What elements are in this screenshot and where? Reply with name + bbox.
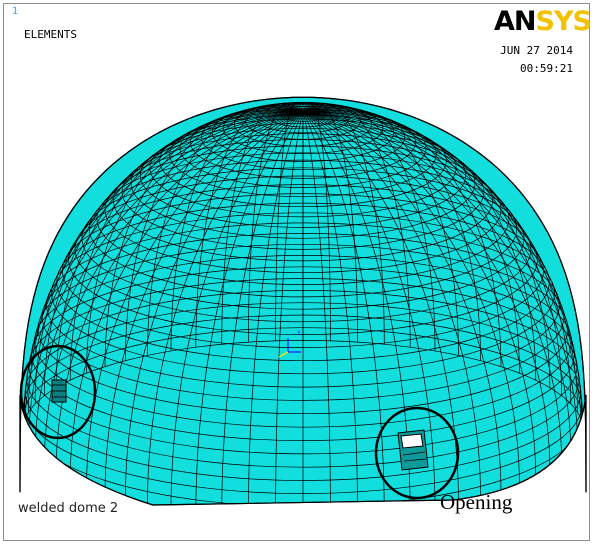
- opening-label: Opening: [440, 490, 513, 514]
- svg-text:Y: Y: [297, 330, 301, 337]
- logo-an: AN: [494, 6, 536, 37]
- window-number: 1: [12, 6, 19, 17]
- dome-outline: [19, 96, 587, 506]
- graphics-frame: [3, 3, 590, 541]
- model-title: welded dome 2: [18, 501, 119, 516]
- right-opening-circle: [374, 406, 460, 500]
- left-opening: [51, 379, 67, 403]
- plot-time: 00:59:21: [520, 62, 573, 75]
- plot-type-label: ELEMENTS: [24, 28, 77, 41]
- plot-date: JUN 27 2014: [500, 44, 573, 57]
- logo-sys: SYS: [535, 6, 592, 37]
- coordinate-triad-icon: Y: [278, 330, 301, 358]
- ansys-logo: ANSYS: [494, 6, 592, 38]
- left-opening-circle: [19, 344, 97, 440]
- mesh-grid: [22, 101, 584, 506]
- right-opening: [397, 429, 429, 471]
